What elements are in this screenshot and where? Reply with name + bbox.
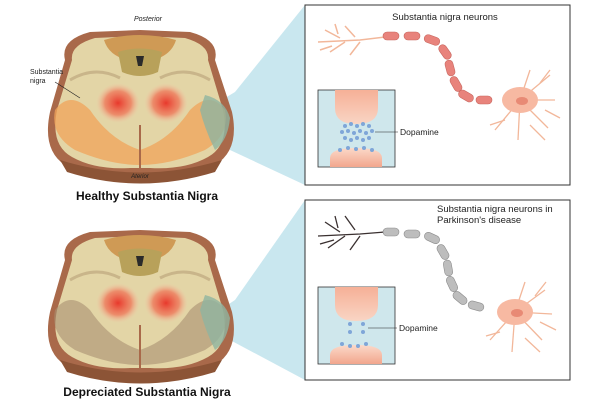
healthy-neuron-soma	[489, 69, 561, 141]
healthy-dopamine-label: Dopamine	[400, 127, 439, 137]
parkinsons-neuron-soma	[485, 281, 557, 353]
substantia-nigra-pointer	[54, 81, 81, 99]
healthy-dopamine-particles	[338, 122, 374, 152]
healthy-caption: Healthy Substantia Nigra	[76, 189, 218, 203]
healthy-midbrain-cross-section	[47, 30, 234, 184]
parkinsons-synapse-inset	[317, 286, 396, 365]
parkinsons-dopamine-label: Dopamine	[399, 323, 438, 333]
anterior-label: Aterior	[130, 174, 150, 180]
parkinsons-neuron-dendrites	[317, 215, 386, 251]
parkinsons-panel-title-line2: Parkinson's disease	[437, 215, 521, 226]
depreciated-midbrain-cross-section	[47, 230, 234, 384]
substantia-nigra-label-line2: nigra	[30, 78, 46, 85]
healthy-axon	[382, 31, 493, 105]
parkinsons-axon	[382, 227, 485, 312]
healthy-panel-title: Substantia nigra neurons	[392, 12, 498, 23]
parkinsons-panel-title-line1: Substantia nigra neurons in	[437, 204, 553, 215]
parkinsons-dopamine-particles	[340, 322, 368, 348]
healthy-neuron	[317, 23, 386, 56]
healthy-synapse-inset	[317, 89, 396, 168]
posterior-label: Posterior	[134, 16, 163, 23]
depreciated-caption: Depreciated Substantia Nigra	[63, 385, 231, 399]
substantia-nigra-label-line1: Substantia	[30, 69, 63, 76]
